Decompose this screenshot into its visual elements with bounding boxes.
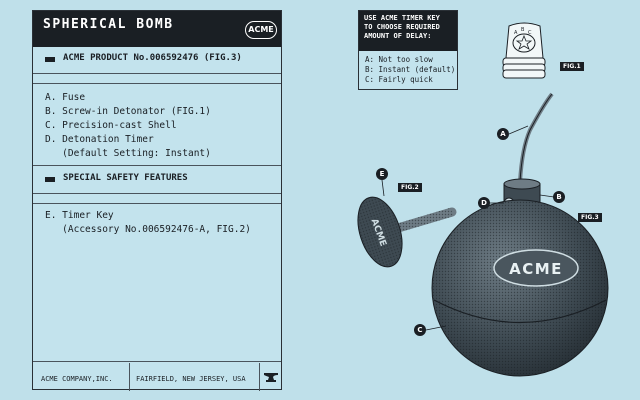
fig1-label: FIG.1 — [560, 62, 584, 71]
divider — [33, 193, 281, 194]
detonator-figure — [502, 22, 546, 79]
timer-key-box: USE ACME TIMER KEY TO CHOOSE REQUIRED AM… — [358, 10, 458, 90]
callout-c: C — [414, 324, 426, 336]
divider — [33, 203, 281, 204]
anvil-icon — [264, 373, 278, 382]
divider — [33, 165, 281, 166]
bullet-icon — [45, 177, 55, 182]
divider — [129, 363, 130, 391]
timer-key-heading-line: TO CHOOSE REQUIRED — [364, 23, 440, 31]
divider — [259, 363, 260, 391]
safety-item: (Accessory No.006592476-A, FIG.2) — [45, 224, 251, 235]
footer-location: FAIRFIELD, NEW JERSEY, USA — [136, 375, 246, 383]
bullet-icon — [45, 57, 55, 62]
part-item: C. Precision-cast Shell — [45, 120, 177, 131]
spec-sheet: SPHERICAL BOMB ACME ACME PRODUCT No.0065… — [32, 10, 282, 391]
timer-option: B: Instant (default) — [365, 65, 456, 74]
divider — [33, 73, 281, 74]
fig3-label: FIG.3 — [578, 213, 602, 222]
product-line: ACME PRODUCT No.006592476 (FIG.3) — [63, 53, 242, 63]
bomb-logo-text: ACME — [509, 260, 563, 278]
fig2-label: FIG.2 — [398, 183, 422, 192]
callout-e: E — [376, 168, 388, 180]
divider — [33, 83, 281, 84]
acme-logo: ACME — [245, 21, 277, 39]
spec-header: SPHERICAL BOMB ACME — [33, 11, 281, 47]
timer-key-heading: USE ACME TIMER KEY TO CHOOSE REQUIRED AM… — [359, 11, 457, 51]
safety-item: E. Timer Key — [45, 210, 114, 221]
page-title: SPHERICAL BOMB — [43, 17, 174, 32]
timer-option: A: Not too slow — [365, 55, 433, 64]
callout-b: B — [553, 191, 565, 203]
timer-key-heading-line: AMOUNT OF DELAY: — [364, 32, 432, 40]
timer-key-heading-line: USE ACME TIMER KEY — [364, 14, 440, 22]
dial-letter-a: A — [514, 30, 518, 36]
part-item: B. Screw-in Detonator (FIG.1) — [45, 106, 211, 117]
callout-a: A — [497, 128, 509, 140]
footer-company: ACME COMPANY,INC. — [41, 375, 113, 383]
callout-d: D — [478, 197, 490, 209]
part-item: D. Detonation Timer — [45, 134, 154, 145]
part-item: A. Fuse — [45, 92, 86, 103]
part-item: (Default Setting: Instant) — [45, 148, 211, 159]
divider — [33, 361, 281, 362]
safety-heading: SPECIAL SAFETY FEATURES — [63, 173, 188, 183]
dial-letter-b: B — [521, 27, 525, 33]
dial-letter-c: C — [528, 30, 532, 36]
timer-option: C: Fairly quick — [365, 75, 433, 84]
